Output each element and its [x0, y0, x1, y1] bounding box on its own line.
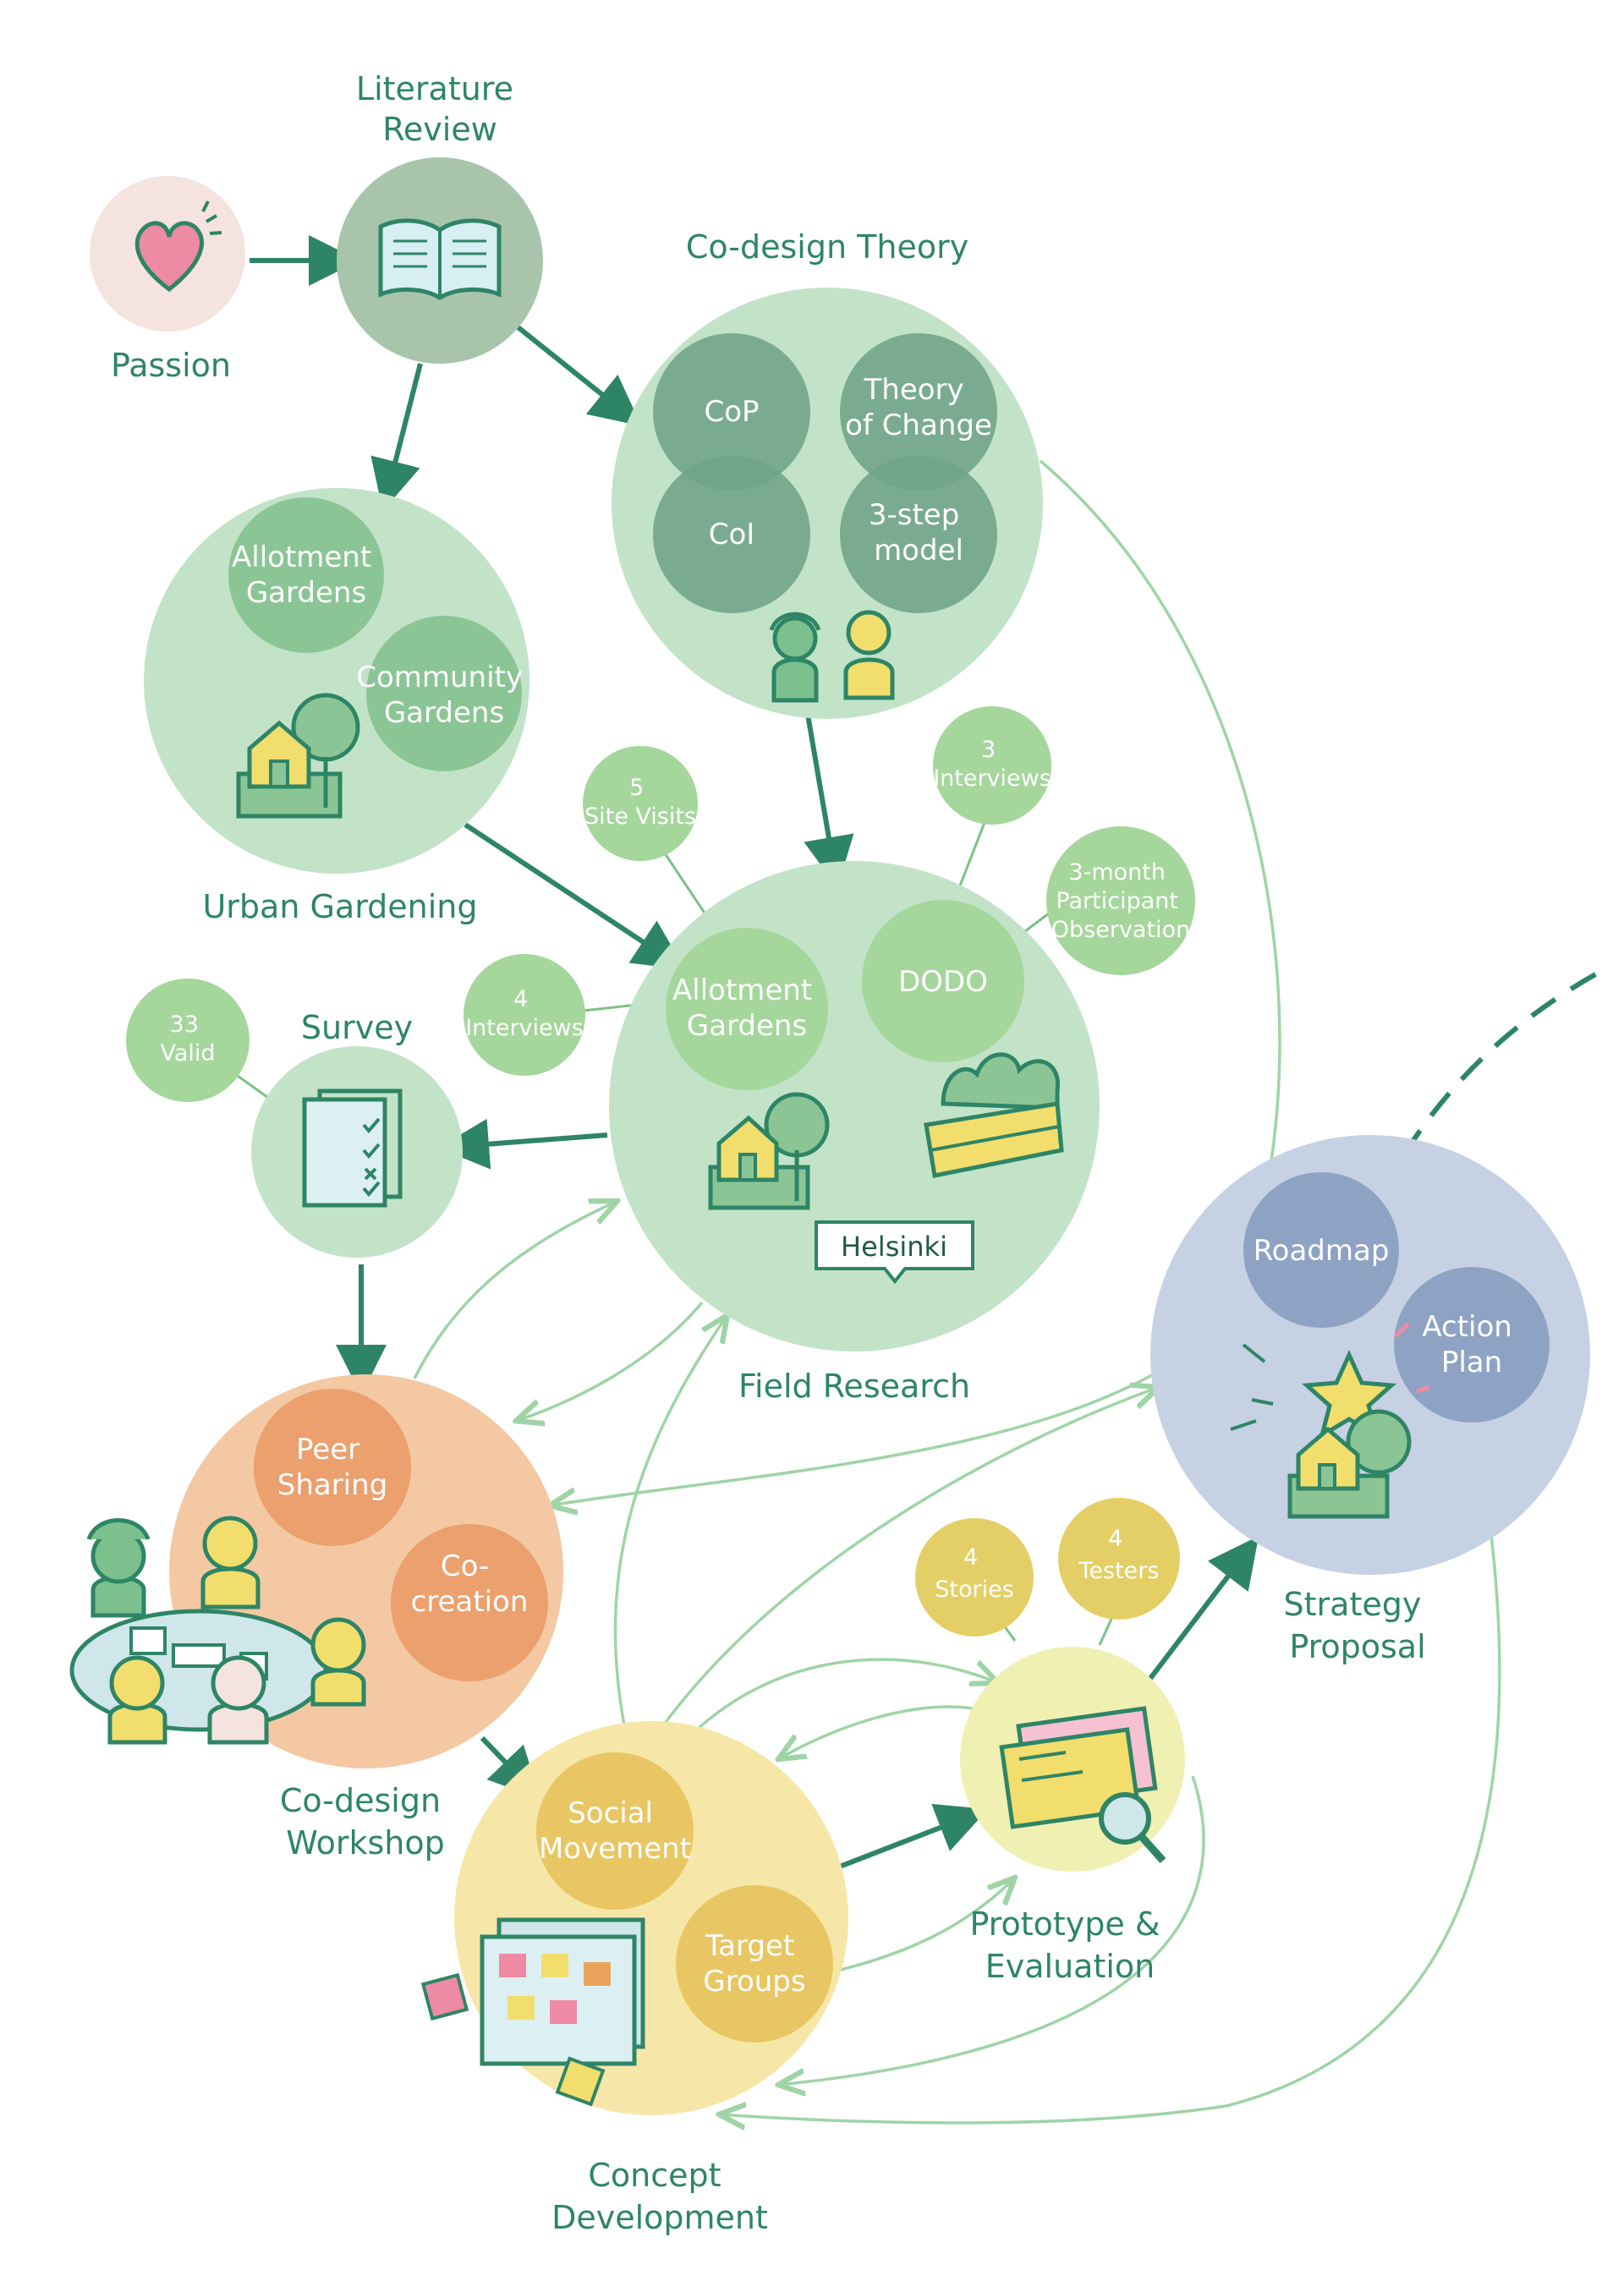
svg-text:5 Site Visits: 5 Site Visits: [584, 775, 696, 830]
stage-label-passion: Passion: [111, 347, 231, 384]
workshop-peer-sharing: Peer Sharing: [277, 1433, 388, 1502]
arrow-concept-to-prototype-main: [831, 1803, 988, 1872]
urban-community-gardens: Community Gardens: [356, 661, 532, 730]
field-allotment-gardens: Allotment Gardens: [672, 973, 821, 1043]
planter-box-icon: [924, 1052, 1064, 1178]
garden-house-icon: [236, 693, 360, 819]
helsinki-logo-text: Helsinki: [841, 1231, 947, 1263]
satellite-site-visits: 5 Site Visits: [583, 746, 698, 861]
stage-label-codesign-workshop: Co-design Workshop: [280, 1782, 451, 1862]
strategy-action-plan: Action Plan: [1422, 1310, 1521, 1379]
stage-codesign-workshop: Peer Sharing Co- creation Co-design: [69, 1374, 563, 1862]
stage-label-strategy-proposal: Strategy Proposal: [1284, 1586, 1432, 1665]
theory-3-step-model: 3-step model: [869, 498, 968, 568]
stage-strategy-proposal: Roadmap Action Plan Strategy Proposal: [1150, 1135, 1590, 1665]
arrow-workshop-to-concept: [480, 1735, 540, 1799]
prototype-cards-magnifier-icon: [999, 1706, 1166, 1863]
stage-label-urban-gardening: Urban Gardening: [202, 888, 477, 925]
main-flow-arrows: [250, 235, 1600, 1872]
satellite-33-valid: 33 Valid: [126, 979, 250, 1102]
arrow-prototype-to-concept: [778, 1705, 974, 1759]
star-garden-icon: [1230, 1322, 1430, 1519]
satellite-4-testers: 4 Testers: [1058, 1498, 1180, 1620]
svg-text:3 Interviews: 3 Interviews: [933, 737, 1051, 792]
arrow-workshop-to-field: [413, 1201, 617, 1379]
svg-text:33 Valid: 33 Valid: [160, 1012, 215, 1066]
arrow-theory-to-field: [804, 714, 854, 888]
sticky-board-icon: [420, 1917, 645, 2107]
stage-label-field-research: Field Research: [738, 1368, 970, 1405]
field-dodo: DODO: [898, 965, 988, 999]
arrow-field-to-workshop: [516, 1301, 704, 1421]
concept-target-groups: Target Groups: [703, 1929, 805, 1999]
workshop-cocreation: Co- creation: [411, 1549, 529, 1619]
arrow-prototype-to-strategy: [1141, 1536, 1259, 1689]
svg-text:4 Stories: 4 Stories: [935, 1544, 1014, 1603]
svg-text:3-month Participant: 3-month Participant Observation: [1051, 859, 1190, 943]
urban-allotment-gardens: Allotment Gardens: [232, 540, 381, 610]
arrow-concept-to-prototype: [667, 1658, 998, 1761]
stage-label-codesign-theory: Co-design Theory: [686, 228, 968, 266]
satellite-participant-observation: 3-month Participant Observation: [1046, 826, 1195, 975]
satellite-3-interviews: 3 Interviews: [933, 706, 1051, 825]
theory-cop: CoP: [704, 395, 759, 429]
book-icon: [378, 218, 502, 300]
arrow-concept-to-strategy: [650, 1387, 1159, 1743]
stage-field-research: Allotment Gardens DODO Helsinki Field Re…: [609, 861, 1100, 1405]
arrow-urban-to-field: [464, 822, 686, 970]
arrow-literature-to-theory: [514, 323, 642, 426]
satellite-4-interviews: 4 Interviews: [464, 954, 585, 1076]
strategy-roadmap: Roadmap: [1254, 1234, 1390, 1268]
arrow-concept-to-prototype-lower: [837, 1878, 1015, 1972]
satellite-4-stories: 4 Stories: [915, 1518, 1034, 1637]
stage-label-literature-review: Literature Review: [356, 70, 524, 148]
theory-of-change: Theory of Change: [845, 373, 992, 442]
arrow-strategy-continuation: [1402, 970, 1600, 1156]
checklist-icon: [302, 1088, 403, 1208]
stage-codesign-theory: CoP Theory of Change CoI 3-step model Co…: [612, 228, 1043, 719]
stage-label-survey: Survey: [301, 1009, 413, 1046]
arrow-literature-to-urban: [370, 363, 423, 512]
people-icon: [769, 610, 895, 703]
arrow-field-to-survey: [438, 1118, 608, 1170]
stage-label-prototype-evaluation: Prototype & Evaluation: [969, 1905, 1170, 1985]
concept-social-movement: Social Movement: [539, 1796, 691, 1866]
arrow-prototype-loop-to-concept: [778, 1775, 1205, 2085]
arrow-concept-to-field: [613, 1315, 727, 1735]
stage-literature-review: Literature Review: [337, 70, 543, 364]
stage-prototype-evaluation: Prototype & Evaluation: [960, 1647, 1185, 1985]
garden-house-icon: [708, 1092, 830, 1210]
helsinki-logo: Helsinki: [815, 1220, 974, 1285]
theory-coi: CoI: [709, 518, 755, 551]
stage-concept-development: Social Movement Target Groups Concept De…: [420, 1721, 848, 2236]
stage-label-concept-development: Concept Development: [551, 2157, 768, 2236]
workshop-table-people-icon: [69, 1516, 366, 1745]
stage-urban-gardening: Allotment Gardens Community Gardens Urba…: [144, 488, 532, 925]
svg-text:4 Interviews: 4 Interviews: [465, 986, 584, 1041]
stage-survey: Survey: [251, 1009, 463, 1258]
heart-icon: [134, 221, 204, 293]
svg-text:4 Testers: 4 Testers: [1078, 1526, 1160, 1584]
arrow-strategy-to-concept: [719, 1513, 1501, 2123]
stage-passion: Passion: [90, 176, 245, 384]
